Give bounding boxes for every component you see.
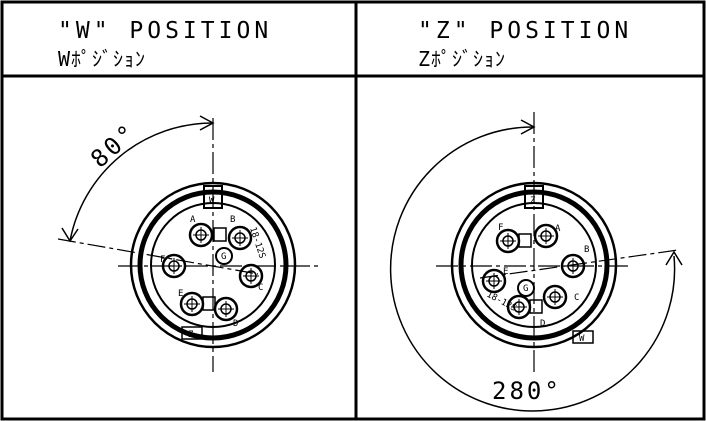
pin-contact — [238, 263, 264, 289]
pin-letter: E — [178, 289, 183, 299]
connector-insert-ring — [471, 202, 597, 328]
square-mark — [202, 296, 216, 311]
key-mark: Z — [530, 196, 536, 206]
pin-contact — [495, 228, 521, 254]
part-code: 18-12S — [485, 290, 518, 314]
pin-contact — [213, 296, 239, 322]
pin-letter: C — [574, 293, 579, 303]
arc-arrowhead-right — [665, 250, 683, 266]
angle-label: 80° — [85, 118, 143, 174]
square-mark — [518, 233, 532, 248]
rotated-reference-line — [57, 238, 259, 275]
w-position-subtitle: Wﾎﾟｼﾞｼｮﾝ — [58, 47, 146, 71]
z-position-subtitle: Zﾎﾟｼﾞｼｮﾝ — [418, 47, 506, 71]
connector-insert-ring — [150, 202, 276, 328]
pin-letter: F — [160, 255, 165, 265]
bottom-mark: W — [579, 334, 585, 344]
key-slot — [203, 185, 223, 209]
square-mark — [213, 227, 227, 242]
arc-arrowhead-left — [61, 227, 79, 243]
pin-letter: G — [221, 252, 226, 262]
connector-flange-ring — [458, 189, 610, 341]
z-position-title: "Z" POSITION — [418, 18, 632, 44]
pin-letter: B — [584, 245, 589, 255]
pin-array — [481, 223, 586, 320]
angle-arc — [69, 122, 214, 242]
center-pin — [517, 279, 535, 297]
pin-letter: D — [233, 319, 238, 329]
center-pin — [215, 247, 233, 265]
pin-letter: F — [498, 223, 503, 233]
w-position-panel: 80° W Z — [57, 115, 318, 372]
angle-arc — [389, 126, 676, 412]
pin-letter: G — [523, 284, 528, 294]
pin-letter: B — [230, 215, 235, 225]
pin-contact — [533, 223, 559, 249]
connector-outer-ring — [450, 181, 618, 349]
pin-letter: C — [258, 283, 263, 293]
pin-contact — [542, 284, 568, 310]
pin-contact — [179, 291, 205, 317]
connector-flange-ring — [137, 189, 289, 341]
rotated-reference-line — [479, 249, 679, 279]
key-slot — [524, 185, 544, 209]
bottom-mark: Z — [188, 330, 194, 340]
pin-contact — [560, 253, 586, 279]
arc-arrowhead-top — [520, 119, 536, 135]
pin-letter: D — [540, 319, 545, 329]
bottom-mark-box — [181, 326, 203, 340]
angle-label: 280° — [492, 377, 562, 405]
pin-letter: A — [190, 215, 196, 225]
pin-letter: A — [555, 224, 561, 234]
pin-contact — [227, 225, 253, 251]
pin-contact — [481, 268, 507, 294]
connector-outer-ring — [129, 181, 297, 349]
bottom-mark-box — [572, 330, 594, 344]
key-mark: W — [209, 196, 215, 206]
square-mark — [529, 299, 543, 314]
arc-arrowhead-top — [199, 115, 215, 131]
pin-array — [161, 222, 264, 322]
z-position-panel: 280° Z W — [389, 112, 683, 412]
pin-contact — [188, 222, 214, 248]
pin-letter: E — [503, 267, 508, 277]
w-position-title: "W" POSITION — [58, 18, 272, 44]
pin-contact — [161, 253, 187, 279]
